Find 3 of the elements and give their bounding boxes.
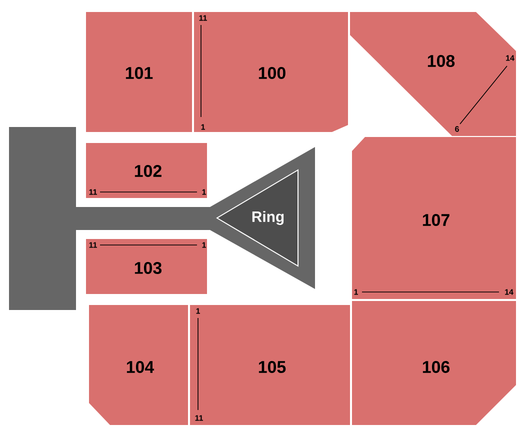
seating-section: 104 <box>89 305 188 425</box>
seating-section: 101 <box>86 12 192 132</box>
seating-section: 106 <box>352 301 516 425</box>
